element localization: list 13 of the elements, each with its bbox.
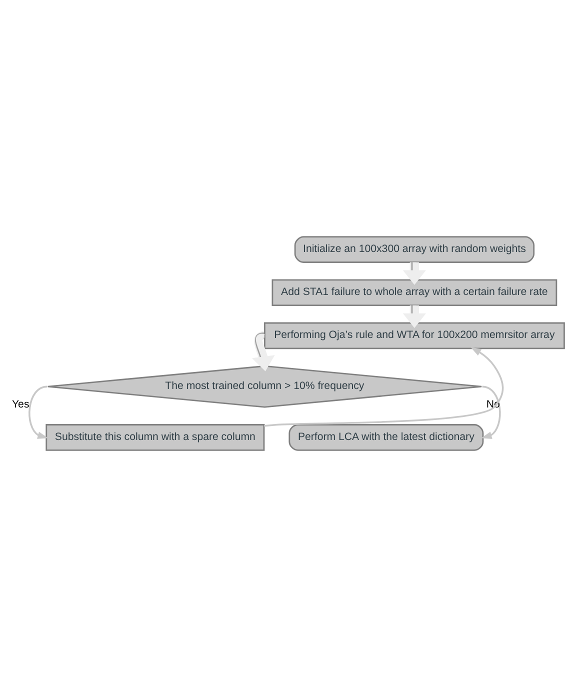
arrow (402, 262, 426, 285)
arrow (252, 331, 275, 372)
node-box: Perform LCA with the latest dictionary (288, 424, 484, 451)
node-box: Add STA1 failure to whole array with a certain failure rate (272, 279, 558, 306)
arrow (28, 386, 48, 439)
node-box: Performing Oja’s rule and WTA for 100x200 memrsitor array (264, 322, 565, 350)
arrow (402, 305, 426, 328)
arrow (481, 386, 501, 439)
node-box: Substitute this column with a spare column (46, 424, 265, 451)
node-box: Initialize an 100x300 array with random weights (294, 236, 535, 263)
arrow (264, 347, 504, 427)
node-diamond: The most trained column > 10% frequency (47, 365, 482, 408)
edge-label: Yes (12, 398, 30, 411)
